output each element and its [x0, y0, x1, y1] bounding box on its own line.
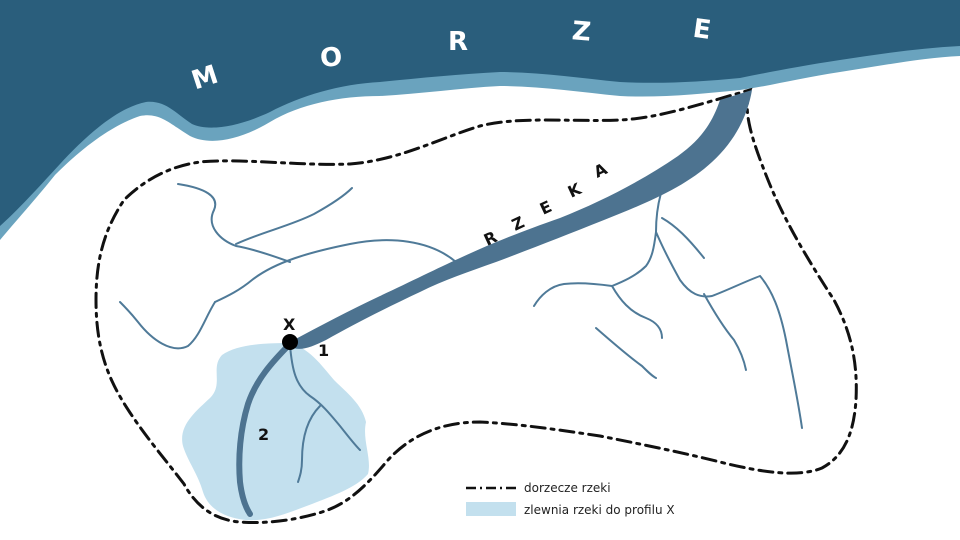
main-river — [290, 90, 752, 349]
river-channel — [290, 90, 752, 349]
river-letter: A — [591, 159, 611, 182]
tributary — [297, 405, 321, 483]
tributary — [119, 301, 216, 350]
tributary — [214, 239, 457, 303]
legend: dorzecze rzeki zlewnia rzeki do profilu … — [466, 481, 675, 517]
area-label-1: 1 — [318, 341, 329, 360]
legend-basin-label: dorzecze rzeki — [524, 481, 611, 495]
sea-deep — [0, 0, 960, 226]
legend-catchment-swatch — [466, 502, 516, 516]
sea-letter: Z — [571, 16, 592, 48]
tributary — [235, 187, 353, 245]
tributary — [595, 327, 657, 379]
legend-catchment-label: zlewnia rzeki do profilu X — [524, 503, 675, 517]
tributary — [289, 344, 361, 451]
point-label: X — [283, 315, 296, 334]
tributary — [661, 217, 705, 259]
sea: M O R Z E — [0, 0, 960, 240]
river-name: R Z E K A — [481, 159, 611, 250]
tributary — [177, 183, 291, 263]
river-letter: E — [537, 197, 555, 219]
tributaries — [119, 161, 803, 483]
sea-letter: R — [448, 27, 468, 57]
sea-letter: E — [691, 14, 713, 46]
upper-river-channel — [236, 341, 293, 517]
catchment-area — [182, 343, 369, 521]
basin-boundary — [94, 87, 858, 524]
tributary — [611, 285, 663, 339]
profile-point-x — [282, 334, 298, 350]
tributary — [655, 231, 803, 429]
area-label-2: 2 — [258, 425, 269, 444]
sea-letter: O — [319, 42, 344, 74]
river-letter: K — [565, 179, 585, 202]
tributary — [533, 161, 677, 307]
tributary — [703, 293, 747, 371]
